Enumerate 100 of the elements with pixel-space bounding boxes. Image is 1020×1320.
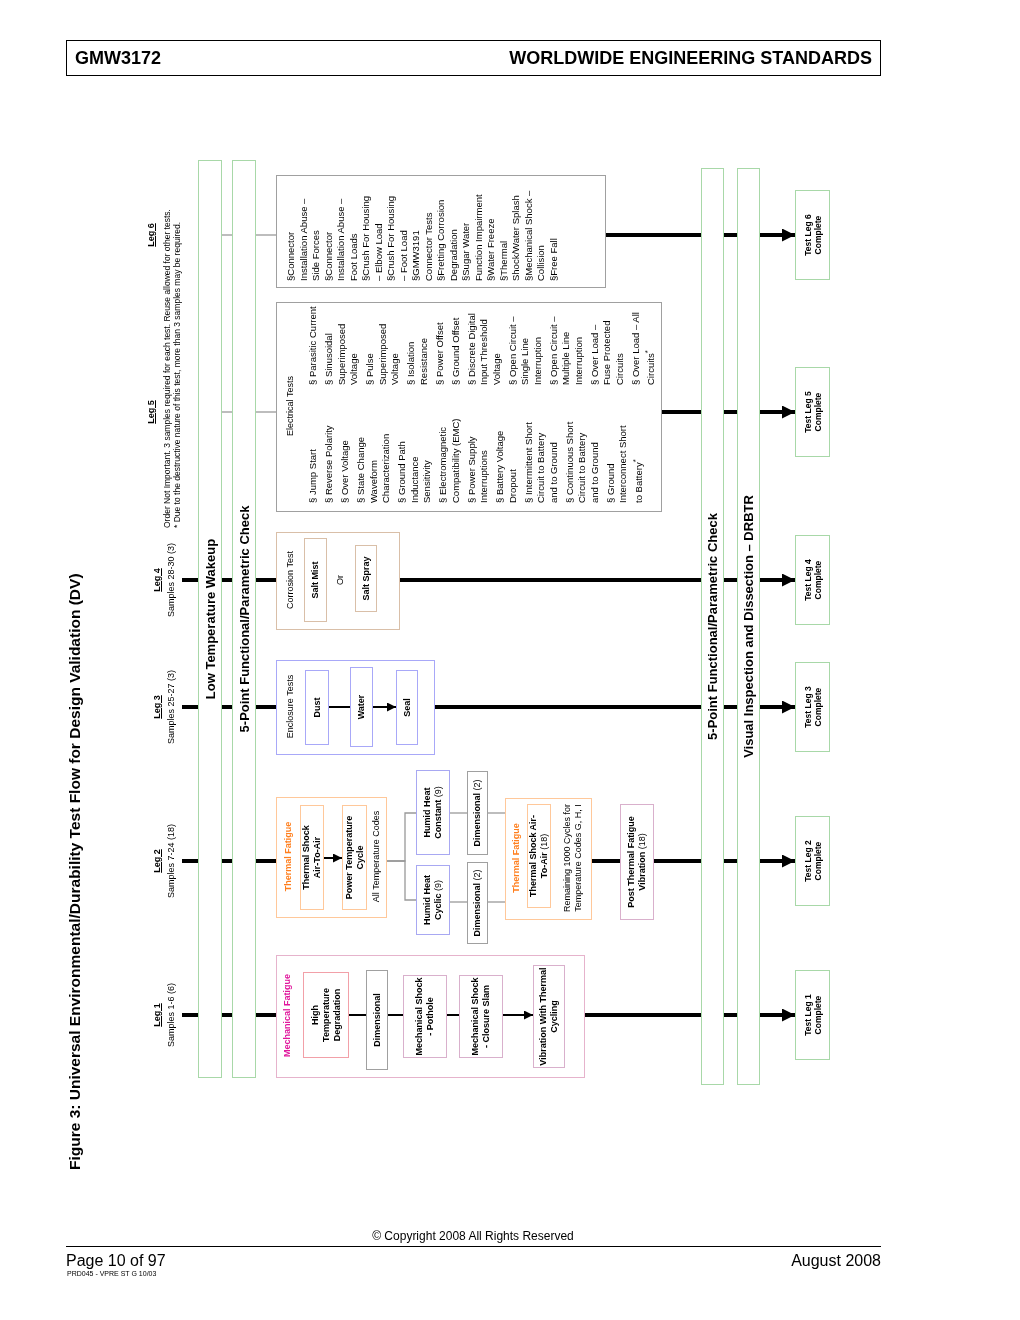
test-list-item: § Parasitic Current <box>307 305 319 385</box>
band-label: Low Temperature Wakeup <box>202 538 218 700</box>
connector-line <box>222 578 232 582</box>
leg-heading: Leg 1 <box>151 1003 163 1027</box>
process-box <box>342 805 367 910</box>
process-box <box>459 975 503 1058</box>
process-box <box>467 771 488 855</box>
connector-line <box>487 901 506 903</box>
group-box <box>276 797 387 918</box>
test-list-item: § Jump Start <box>307 448 319 503</box>
process-box <box>303 972 349 1058</box>
process-box <box>620 804 654 920</box>
arrow <box>372 702 397 712</box>
test-list-item: § Open Circuit – Single Line Interruption <box>506 315 544 385</box>
sample-count: Samples 25-27 (3) <box>165 670 177 745</box>
test-list-item: § Power Supply Interruptions <box>465 435 490 503</box>
step-label: Water <box>356 693 367 721</box>
connector-line <box>222 705 232 709</box>
leg-heading: Leg 2 <box>151 849 163 873</box>
connector-line <box>400 578 701 582</box>
band-label: Visual Inspection and Dissection – DRBTR <box>741 495 756 758</box>
connector-line <box>387 1014 404 1016</box>
process-box <box>396 670 418 745</box>
sample-count: Samples 7-24 (18) <box>165 824 177 899</box>
arrow <box>760 1008 795 1022</box>
test-list-item: § Intermittent Short Circuit to Battery and to Ground <box>522 421 560 503</box>
sample-count: Samples 1-6 (6) <box>165 983 177 1047</box>
connector-line <box>724 1013 737 1017</box>
test-list-item: § Discrete Digital Input Threshold Voltage <box>465 312 503 385</box>
group-box <box>276 955 585 1078</box>
test-list-item: § Ground Path Inductance Sensitivity <box>396 440 433 503</box>
test-list-item: §Water Freeze <box>485 217 497 281</box>
test-list-box <box>276 175 606 288</box>
connector-line <box>606 233 701 237</box>
arrow <box>760 573 795 587</box>
header-text: GMW3172 <box>75 47 162 69</box>
test-list-item: §Crush For Housing – Foot Load <box>385 195 410 281</box>
connector-line <box>221 234 233 236</box>
connector-line <box>724 859 737 863</box>
test-list-item: §Sugar Water Function Impairment <box>460 193 485 281</box>
end-label: Test Leg 6 Complete <box>802 213 823 258</box>
step-label: Dust <box>311 696 323 719</box>
connector-line <box>256 859 276 863</box>
connector-line <box>724 578 737 582</box>
process-box <box>416 770 450 855</box>
step-label: Dimensional (2) <box>472 868 483 938</box>
copyright-text: © Copyright 2008 All Rights Reserved <box>371 1229 575 1243</box>
test-list-item: §GMW3191 Connector Tests <box>410 211 435 281</box>
connector-line <box>724 410 737 414</box>
page-number: Page 10 of 97 <box>66 1252 167 1270</box>
check-band <box>737 168 760 1085</box>
sample-count: Samples 28-30 (3) <box>165 543 177 618</box>
connector-line <box>487 812 506 814</box>
group-heading: Thermal Fatigue <box>511 822 522 895</box>
figure-title: Figure 3: Universal Environmental/Durability Test Flow for Design Validation (DV) <box>66 573 84 1170</box>
connector-line <box>255 411 277 413</box>
process-box <box>403 975 447 1058</box>
group-heading: Enclosure Tests <box>285 673 296 741</box>
connector-line <box>221 411 233 413</box>
check-band <box>232 160 256 1078</box>
connector-line <box>446 1014 460 1016</box>
end-label: Test Leg 3 Complete <box>802 685 823 730</box>
end-box <box>795 190 830 280</box>
connector-line <box>724 233 737 237</box>
arrow <box>502 1010 534 1020</box>
leg-heading: Leg 6 <box>146 222 156 249</box>
test-list-item: § Sinusoidal Superimposed Voltage <box>323 322 360 385</box>
connector-line <box>435 705 701 709</box>
check-band <box>198 160 222 1078</box>
connector-line <box>348 1014 367 1016</box>
group-heading: Mechanical Fatigue <box>282 973 293 1059</box>
connector-line <box>182 705 198 709</box>
test-list-item: §Crush For Housing – Elbow Load <box>360 195 385 281</box>
connector-line <box>724 705 737 709</box>
step-label: Dimensional <box>371 992 383 1048</box>
connector-line <box>256 705 276 709</box>
group-box <box>276 532 400 630</box>
connector-line <box>256 578 276 582</box>
option-separator-text: Or <box>335 574 345 587</box>
end-box <box>795 535 830 625</box>
step-label: Seal <box>401 697 413 718</box>
connector-line <box>654 859 701 863</box>
test-list-item: § Electromagnetic Compatibility (EMC) <box>437 417 462 503</box>
leg-heading: Leg 3 <box>151 695 163 719</box>
test-list-item: § Ground Offset <box>449 316 462 385</box>
step-label: High Temperature Degradation <box>309 987 343 1044</box>
end-label: Test Leg 2 Complete <box>802 839 823 884</box>
group-box <box>505 798 592 920</box>
connector-line <box>256 1013 276 1017</box>
end-box <box>795 970 830 1060</box>
test-list-item: § Power Offset <box>433 321 446 385</box>
step-label: Vibration With Thermal Cycling <box>538 966 560 1067</box>
leg-heading: Leg 5 <box>146 399 156 426</box>
test-list-item: §Mechanical Shock – Collision <box>522 189 547 281</box>
step-label: Salt Mist <box>310 560 321 600</box>
connector-line <box>182 578 198 582</box>
connector-line <box>222 1013 232 1017</box>
test-list-item: §Fretting Corrosion Degradation <box>435 198 460 281</box>
group-note: All Temperature Codes <box>371 809 382 905</box>
note-text: * Due to the destructive nature of this test, more than 3 samples may be required. <box>172 220 182 528</box>
